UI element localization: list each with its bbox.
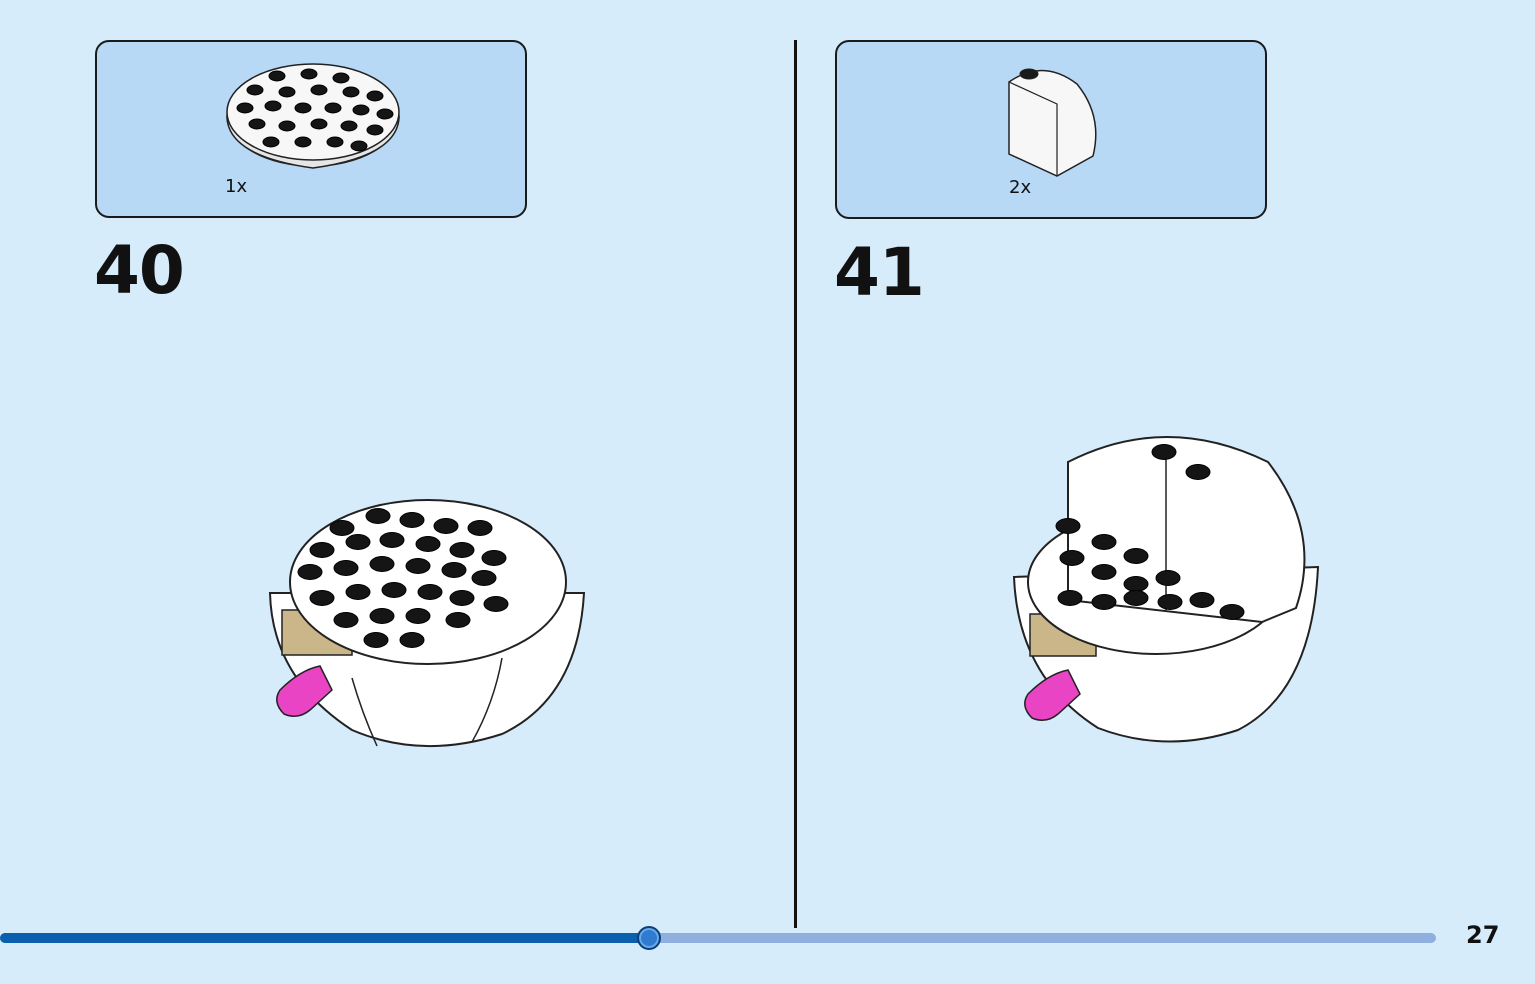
round-plate-8x8-white-icon — [226, 63, 400, 169]
quarter-dome-brick-white-icon — [1008, 68, 1097, 177]
progress-bar-fill — [0, 933, 650, 943]
parts-callout-step-40: 1x — [95, 40, 527, 218]
step-number-40: 40 — [94, 232, 185, 309]
sphere-with-two-quarter-domes-icon — [1012, 436, 1320, 743]
progress-bar — [0, 926, 1436, 950]
page-number: 27 — [1466, 921, 1500, 949]
part-quantity: 1x — [225, 176, 248, 197]
progress-marker-icon — [637, 926, 662, 950]
part-quantity: 2x — [1009, 177, 1032, 198]
step-number-41: 41 — [834, 234, 925, 311]
parts-callout-step-41: 2x — [835, 40, 1267, 219]
step-divider — [794, 40, 797, 928]
sphere-base-with-round-plate-icon — [268, 499, 586, 748]
